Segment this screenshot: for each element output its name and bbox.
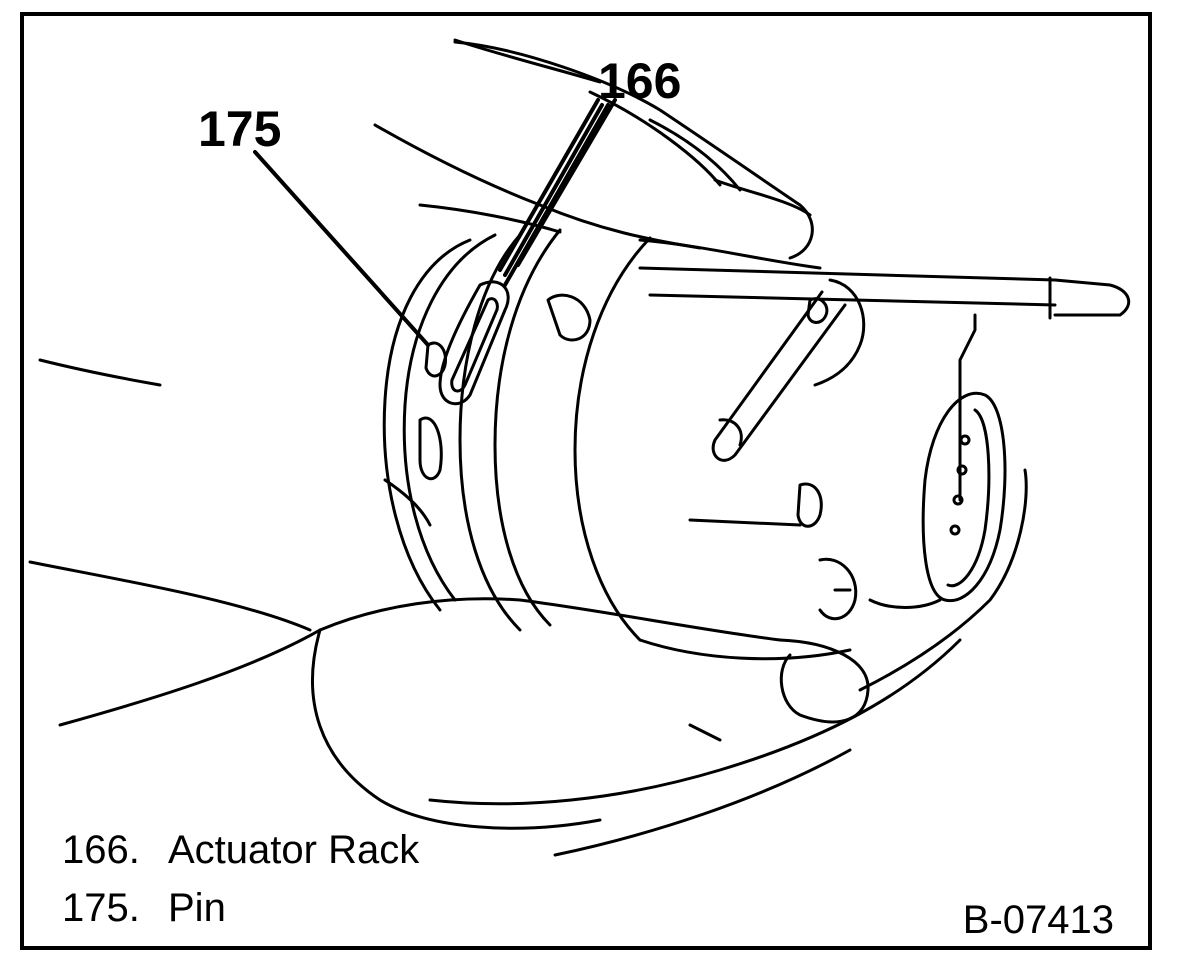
legend-text: Pin xyxy=(168,886,226,930)
leader-lines xyxy=(253,98,617,347)
callout-166: 166 xyxy=(598,53,682,109)
figure-id: B-07413 xyxy=(962,898,1114,942)
leader-line-166-to-slot xyxy=(503,103,604,277)
legend-item-166: 166. Actuator Rack xyxy=(62,830,419,870)
housing-drawing xyxy=(458,228,852,661)
shaft-drawing xyxy=(638,266,1131,502)
figure-frame xyxy=(20,12,1152,950)
callout-175: 175 xyxy=(198,101,282,157)
actuator-rack-drawing xyxy=(438,280,510,406)
leader-line-175-to-pin xyxy=(253,150,430,347)
lever-arm-drawing xyxy=(711,278,866,462)
rear-flange-drawing xyxy=(382,233,497,612)
legend-text: Actuator Rack xyxy=(168,828,420,872)
pin-drawing xyxy=(424,341,448,378)
lower-body-drawing xyxy=(688,482,858,621)
legend-item-175: 175. Pin xyxy=(62,888,226,928)
upper-hand-drawing xyxy=(373,38,814,260)
connector-drawing xyxy=(868,391,1007,609)
lower-hand-drawing xyxy=(28,358,1028,857)
legend-number: 175. xyxy=(62,886,140,930)
legend-number: 166. xyxy=(62,828,140,872)
